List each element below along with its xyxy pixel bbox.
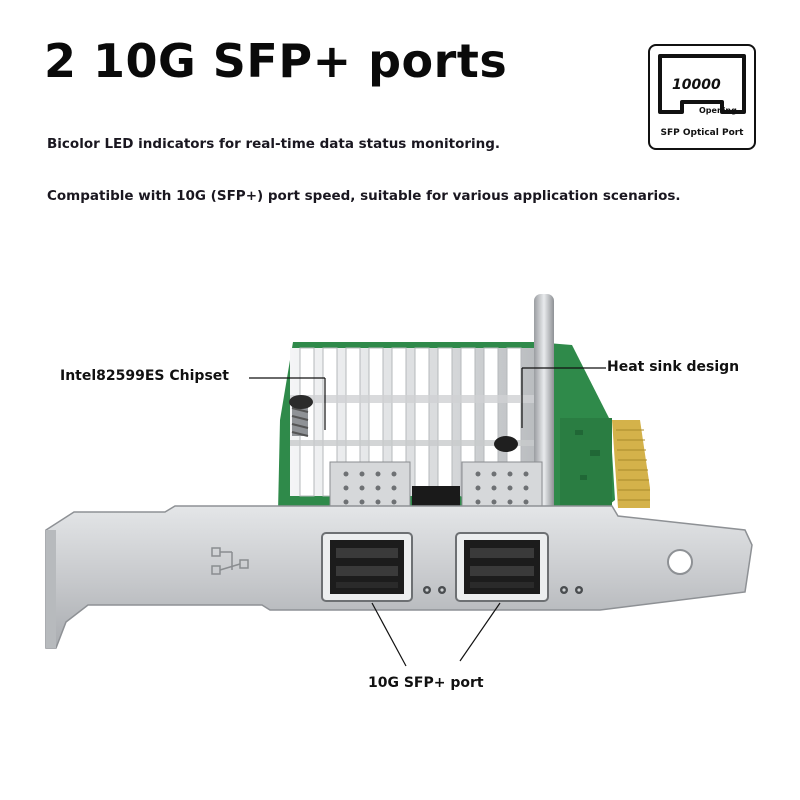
pcie-gold-contacts: [612, 420, 650, 508]
sfp-port-badge: 10000 Opening SFP Optical Port: [648, 44, 756, 150]
connector-block: [412, 486, 460, 508]
callout-chipset: Intel82599ES Chipset: [60, 368, 229, 384]
mounting-spring-pin: [289, 395, 518, 452]
badge-opening: Opening: [699, 106, 737, 115]
sfp-port-1: [321, 532, 413, 602]
callout-heatsink: Heat sink design: [607, 359, 740, 375]
callout-lines: [249, 367, 606, 667]
retention-rod: [534, 294, 554, 514]
sfp-port-2: [455, 532, 549, 602]
led-indicators: [423, 586, 583, 594]
callout-sfp-port: 10G SFP+ port: [368, 675, 484, 691]
feature-port-speed: Compatible with 10G (SFP+) port speed, s…: [47, 188, 681, 204]
sfp-port-outline-icon: [658, 54, 746, 114]
feature-led-indicators: Bicolor LED indicators for real-time dat…: [47, 136, 501, 152]
badge-speed: 10000: [672, 77, 721, 93]
badge-port-type: SFP Optical Port: [660, 128, 744, 138]
headline-title: 2 10G SFP+ ports: [44, 34, 508, 88]
